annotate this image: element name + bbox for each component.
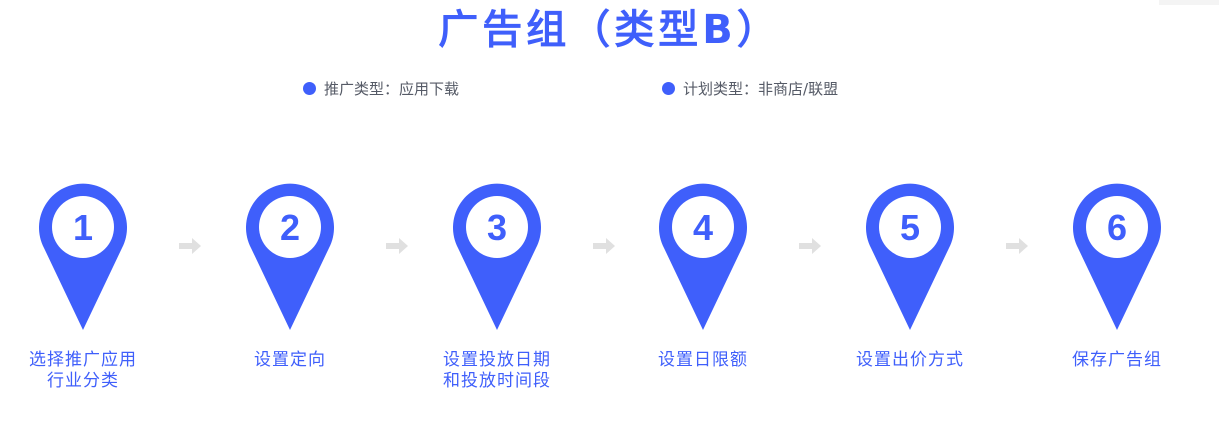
map-pin-icon: 1 [39, 183, 128, 330]
map-pin-icon: 5 [866, 183, 954, 330]
step-number: 4 [693, 207, 713, 248]
arrow-right-icon [386, 238, 410, 258]
step-2: 2 设置定向 [190, 182, 390, 371]
arrow-right-icon [799, 238, 823, 258]
step-number: 1 [73, 207, 93, 248]
meta-value: 应用下载 [399, 80, 460, 98]
step-label: 设置投放日期 和投放时间段 [443, 350, 551, 391]
step-number: 3 [487, 207, 507, 248]
bullet-dot-icon [662, 82, 675, 95]
step-number: 2 [280, 207, 300, 248]
meta-value: 非商店/联盟 [758, 80, 839, 98]
step-6: 6 保存广告组 [1017, 182, 1217, 371]
page-title: 广告组（类型B） [438, 7, 781, 53]
top-edge-bar [1159, 0, 1219, 5]
step-label: 设置日限额 [658, 350, 748, 370]
map-pin-icon: 4 [659, 183, 747, 330]
step-4: 4 设置日限额 [603, 182, 803, 371]
meta-label: 计划类型： [683, 80, 759, 98]
step-number: 5 [900, 207, 920, 248]
map-pin-icon: 3 [453, 183, 541, 330]
map-pin-icon: 2 [246, 183, 334, 330]
meta-promotion-type: 推广类型： 应用下载 [303, 78, 459, 99]
step-label: 选择推广应用 行业分类 [29, 350, 137, 391]
step-label: 设置定向 [254, 350, 326, 370]
step-3: 3 设置投放日期 和投放时间段 [397, 182, 597, 392]
step-5: 5 设置出价方式 [810, 182, 1010, 371]
arrow-right-icon [179, 238, 203, 258]
step-label: 设置出价方式 [856, 350, 964, 370]
meta-plan-type: 计划类型： 非商店/联盟 [662, 78, 838, 99]
map-pin-icon: 6 [1073, 183, 1161, 330]
arrow-right-icon [1006, 238, 1030, 258]
meta-label: 推广类型： [324, 80, 400, 98]
step-number: 6 [1107, 207, 1127, 248]
bullet-dot-icon [303, 82, 316, 95]
step-label: 保存广告组 [1072, 350, 1162, 370]
arrow-right-icon [593, 238, 617, 258]
step-1: 1 选择推广应用 行业分类 [0, 182, 183, 392]
